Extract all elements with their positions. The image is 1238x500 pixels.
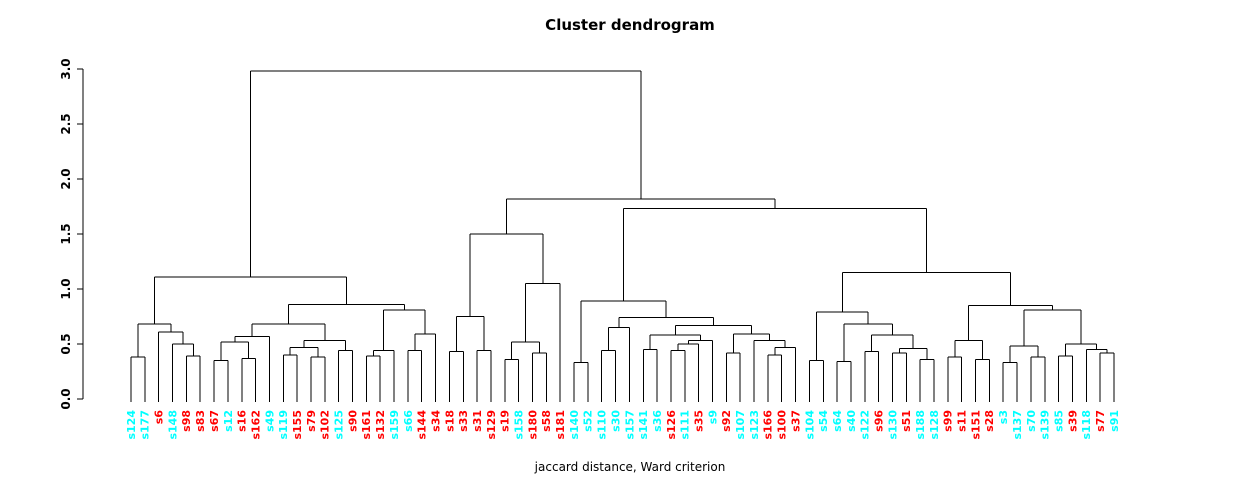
- leaf-label: s3: [997, 410, 1010, 424]
- leaf-label: s11: [956, 410, 969, 432]
- leaf-label: s49: [263, 410, 276, 432]
- y-axis-tick-label: 2.5: [59, 113, 73, 134]
- y-axis-tick-label: 1.0: [59, 278, 73, 299]
- leaf-label: s180: [526, 410, 539, 440]
- y-axis-tick-label: 0.0: [59, 388, 73, 409]
- leaf-label: s148: [166, 410, 179, 440]
- leaf-label: s66: [402, 410, 415, 432]
- leaf-label: s16: [236, 410, 249, 432]
- leaf-label: s139: [1039, 410, 1052, 440]
- y-axis-tick-label: 2.0: [59, 168, 73, 189]
- leaf-label: s128: [928, 410, 941, 440]
- leaf-label: s123: [748, 410, 761, 440]
- leaf-label: s18: [443, 410, 456, 432]
- leaf-label: s119: [277, 410, 290, 440]
- y-axis-tick-label: 3.0: [59, 58, 73, 79]
- leaf-label: s12: [222, 410, 235, 432]
- leaf-label: s181: [554, 410, 567, 440]
- leaf-label: s28: [983, 410, 996, 432]
- leaf-label: s70: [1025, 410, 1038, 432]
- leaf-label: s51: [900, 410, 913, 432]
- leaf-label: s161: [360, 410, 373, 440]
- chart-title: Cluster dendrogram: [545, 16, 715, 34]
- leaf-label: s144: [416, 410, 429, 440]
- leaf-label: s9: [706, 410, 719, 424]
- y-axis-tick-label: 0.5: [59, 333, 73, 354]
- leaf-label: s79: [305, 410, 318, 432]
- y-axis-tick-label: 1.5: [59, 223, 73, 244]
- leaf-label: s33: [457, 410, 470, 432]
- leaf-label: s39: [1066, 410, 1079, 432]
- leaf-label: s157: [623, 410, 636, 440]
- leaf-label: s130: [886, 410, 899, 440]
- leaf-label: s129: [485, 410, 498, 440]
- leaf-label: s111: [679, 410, 692, 440]
- leaf-label: s30: [609, 410, 622, 432]
- leaf-label: s188: [914, 410, 927, 440]
- leaf-label: s98: [180, 410, 193, 432]
- leaf-label: s125: [333, 410, 346, 440]
- leaf-label: s6: [153, 410, 166, 425]
- leaf-label: s177: [139, 410, 152, 440]
- leaf-label: s90: [346, 410, 359, 432]
- leaf-label: s64: [831, 410, 844, 432]
- leaf-label: s77: [1094, 410, 1107, 432]
- x-axis-caption: jaccard distance, Ward criterion: [534, 460, 726, 474]
- leaf-label: s54: [817, 410, 830, 432]
- leaf-label: s58: [540, 410, 553, 432]
- leaf-label: s124: [125, 410, 138, 440]
- leaf-label: s126: [665, 410, 678, 440]
- leaf-label: s35: [692, 410, 705, 432]
- leaf-label: s99: [942, 410, 955, 432]
- leaf-label: s85: [1052, 410, 1065, 432]
- leaf-label: s40: [845, 410, 858, 432]
- leaf-label: s159: [388, 410, 401, 440]
- leaf-label: s118: [1080, 410, 1093, 440]
- leaf-label: s102: [319, 410, 332, 440]
- leaf-label: s83: [194, 410, 207, 432]
- leaf-label: s19: [499, 410, 512, 432]
- leaf-label: s162: [249, 410, 262, 440]
- leaf-label: s36: [651, 410, 664, 432]
- leaf-label: s104: [803, 410, 816, 440]
- leaf-label: s140: [568, 410, 581, 440]
- leaf-label: s67: [208, 410, 221, 432]
- leaf-label: s151: [969, 410, 982, 440]
- leaf-label: s34: [429, 410, 442, 432]
- leaf-label: s166: [762, 410, 775, 440]
- leaf-label: s122: [859, 410, 872, 440]
- leaf-label: s158: [513, 410, 526, 440]
- leaf-label: s137: [1011, 410, 1024, 440]
- leaf-label: s91: [1108, 410, 1121, 432]
- leaf-label: s37: [789, 410, 802, 432]
- leaf-label: s96: [872, 410, 885, 432]
- leaf-label: s155: [291, 410, 304, 440]
- leaf-label: s92: [720, 410, 733, 432]
- leaf-label: s141: [637, 410, 650, 440]
- leaf-label: s107: [734, 410, 747, 440]
- leaf-label: s100: [776, 410, 789, 440]
- leaf-label: s132: [374, 410, 387, 440]
- leaf-label: s52: [582, 410, 595, 432]
- leaf-label: s110: [596, 410, 609, 440]
- leaf-label: s31: [471, 410, 484, 432]
